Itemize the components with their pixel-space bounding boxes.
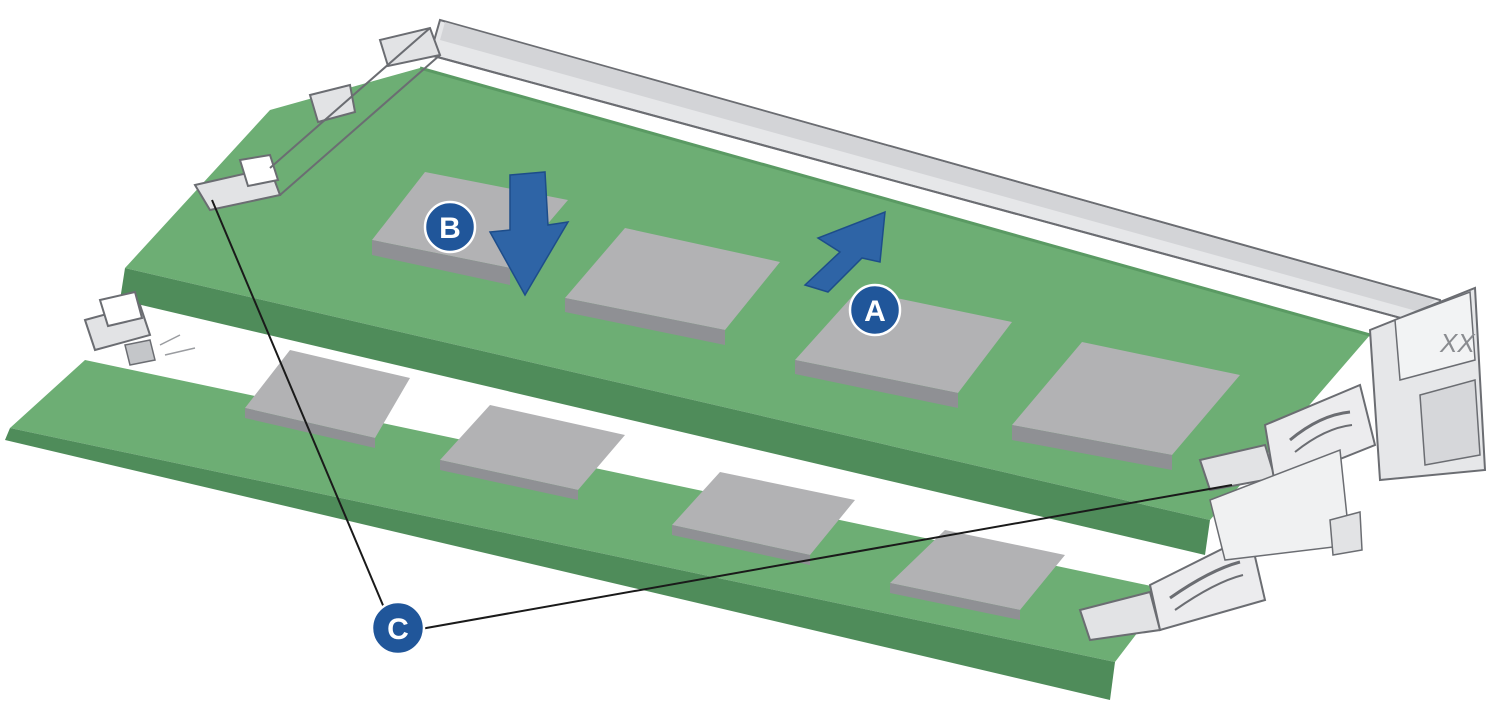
right-connector-housing: XX <box>1368 286 1487 482</box>
lower-chip-4 <box>890 530 1065 620</box>
upper-rail-top-face <box>440 22 1435 312</box>
arrow-down-icon <box>488 171 570 297</box>
upper-memory-module <box>120 66 1371 555</box>
connector-marking-text: XX <box>1439 328 1476 358</box>
lower-pcb-board <box>10 360 1170 662</box>
callout-a-label: A <box>864 295 886 328</box>
callout-c-label: C <box>387 613 409 646</box>
upper-chip-3 <box>795 290 1012 408</box>
lower-chip-2 <box>440 405 625 500</box>
callout-c-leader-lines <box>211 199 1233 631</box>
upper-connector-rail <box>428 18 1447 332</box>
lower-right-retention-clip[interactable] <box>1078 448 1363 642</box>
upper-pcb-edge <box>120 268 1210 555</box>
lower-left-retention-clip[interactable] <box>83 290 196 366</box>
upper-left-retention-clip[interactable] <box>193 26 442 212</box>
lower-pcb-edge <box>5 428 1115 700</box>
callout-b-label: B <box>439 212 461 245</box>
lower-chip-3 <box>672 472 855 565</box>
lower-chip-1 <box>245 350 410 448</box>
upper-chip-2 <box>565 228 780 345</box>
callout-a: A <box>848 283 902 337</box>
lower-memory-module <box>5 350 1170 700</box>
callout-b: B <box>423 200 477 254</box>
arrow-up-right-icon <box>803 210 886 293</box>
upper-chip-4 <box>1012 342 1240 470</box>
callout-c: C <box>370 600 426 656</box>
